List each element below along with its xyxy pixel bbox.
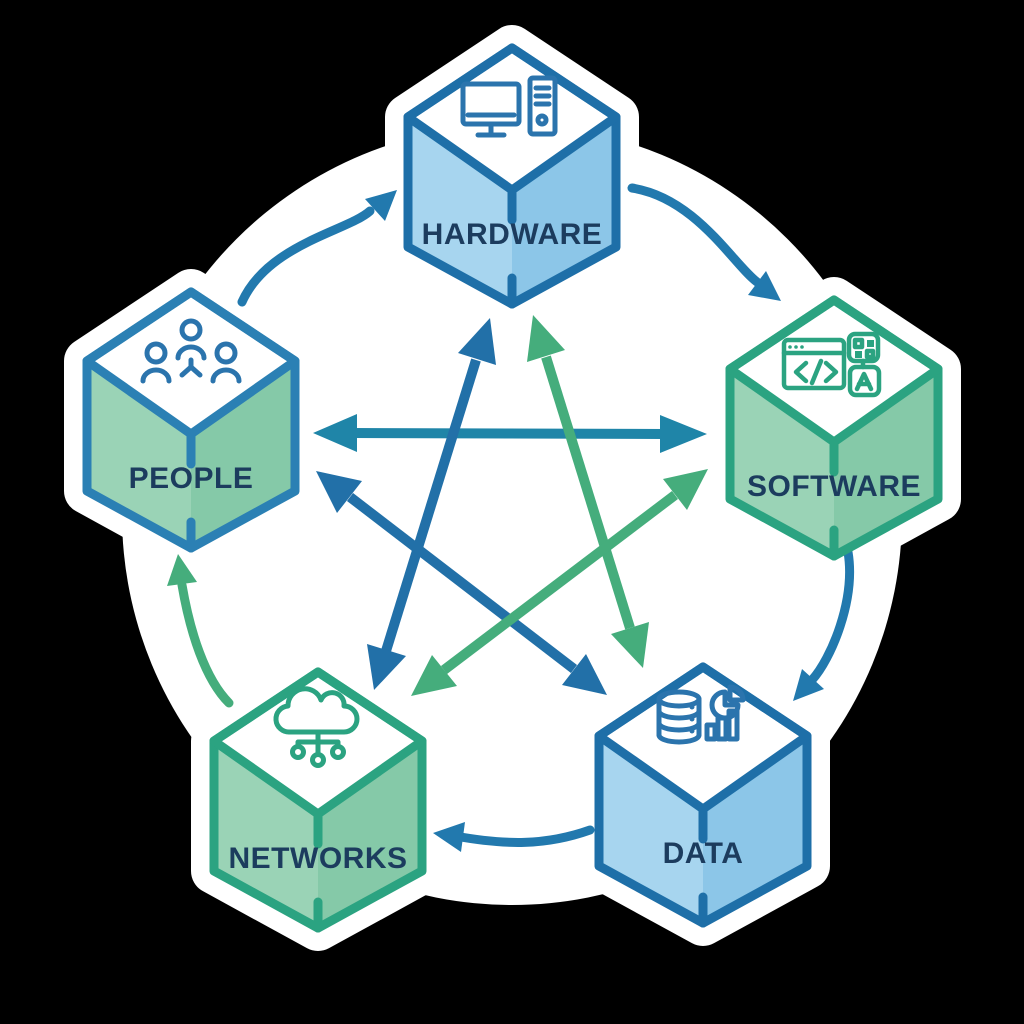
node-label-data: DATA [663, 837, 744, 870]
arrowhead [433, 822, 465, 852]
arrow-people-software [313, 414, 707, 453]
arrow-networks-to-people [167, 554, 234, 708]
arrow-people-to-hardware [237, 190, 397, 307]
cube-software: SOFTWARE [725, 295, 943, 561]
node-label-networks: NETWORKS [229, 842, 408, 875]
code-window-icon [781, 331, 882, 398]
node-label-software: SOFTWARE [747, 470, 921, 503]
arrowhead [316, 471, 362, 513]
people-hierarchy-icon [140, 318, 242, 384]
node-data: DATA [591, 661, 815, 929]
node-people: PEOPLE [79, 286, 303, 554]
cube-people: PEOPLE [82, 287, 300, 553]
computer-hardware-icon [460, 75, 558, 138]
arrowhead [663, 469, 708, 510]
node-hardware: HARDWARE [400, 42, 624, 310]
arrow-hardware-networks [367, 318, 496, 690]
node-software: SOFTWARE [722, 294, 946, 562]
arrow-software-to-data [793, 547, 854, 701]
cube-data: DATA [594, 662, 812, 928]
arrow-hardware-data [527, 315, 649, 668]
arrow-networks-software [411, 469, 708, 696]
arrowhead [411, 655, 457, 696]
arrow-hardware-to-software [627, 183, 781, 301]
cube-networks: NETWORKS [209, 667, 427, 933]
arrowhead [167, 554, 197, 586]
arrowhead [660, 415, 707, 453]
cloud-network-icon [273, 686, 360, 768]
arrowhead [748, 271, 781, 301]
arrowhead [793, 669, 824, 701]
cube-hardware: HARDWARE [403, 43, 621, 309]
arrowhead [367, 644, 406, 690]
node-label-hardware: HARDWARE [422, 218, 603, 251]
database-analytics-icon [656, 684, 746, 745]
arrowhead [458, 318, 496, 365]
arrowhead [527, 315, 565, 362]
arrow-people-data [316, 471, 607, 695]
arrowhead [313, 414, 357, 452]
arrow-data-to-networks [433, 822, 595, 852]
arrowhead [365, 190, 397, 221]
node-label-people: PEOPLE [129, 462, 254, 495]
arrowhead [611, 622, 649, 668]
node-networks: NETWORKS [206, 666, 430, 934]
arrowhead [562, 654, 607, 695]
